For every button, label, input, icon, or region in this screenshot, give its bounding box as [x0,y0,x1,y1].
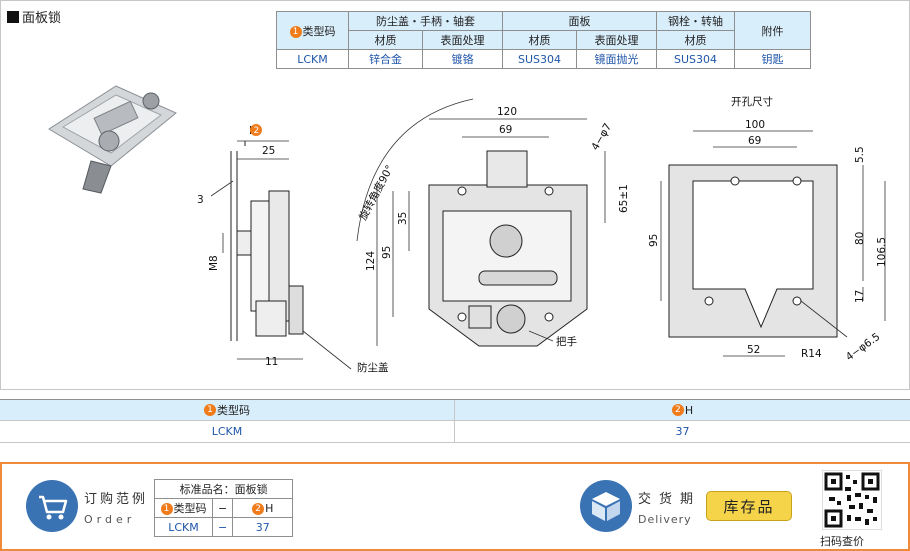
spec-cell-dust-material: 锌合金 [348,49,423,69]
order-h-value: 37 [232,517,294,537]
order-dash: − [211,517,234,537]
spec-material-header: 材质 [502,30,577,50]
spec-cell-panel-surface: 镜面抛光 [576,49,657,69]
num-badge-2: 2 [252,502,265,515]
technical-drawing: H 2 25 3 M8 11 防尘盖 [48,85,888,374]
spec-group-dust: 防尘盖・手柄・轴套 [348,11,503,31]
dim-cut-5-5: 5.5 [854,146,866,163]
selection-cell-model: LCKM [0,421,455,442]
dim-cut-17: 17 [854,290,866,303]
dim-cut-95: 95 [648,234,660,247]
label-cutout-title: 开孔尺寸 [731,95,773,108]
dim-cut-80: 80 [854,232,866,245]
dim-25: 25 [262,145,275,157]
dim-4phi7: 4−φ7 [589,121,614,152]
num-badge-1: 1 [289,25,302,38]
num-badge-2: 2 [671,404,684,416]
dim-95: 95 [381,246,393,259]
spec-cell-panel-material: SUS304 [502,49,577,69]
selection-cell-h: 37 [675,425,690,438]
dim-cut-69: 69 [748,135,761,147]
order-model-value: LCKM [154,517,213,537]
label-dust-cover: 防尘盖 [357,361,389,374]
dim-120: 120 [497,106,517,118]
side-view [230,141,304,341]
num-badge-1: 1 [204,404,216,416]
spec-surface-header: 表面处理 [422,30,503,50]
qr-label: 扫码查价 [820,535,864,548]
order-label: 订购范例 Order [84,492,149,526]
dim-cut-106-5: 106.5 [876,237,888,267]
cutout-dimensions [660,130,886,357]
dim-cut-100: 100 [745,119,765,131]
dim-65: 65±1 [618,184,630,213]
dim-cut-52: 52 [747,344,760,356]
dim-m8: M8 [208,255,220,271]
spec-cell-dust-surface: 镀铬 [422,49,503,69]
dim-69: 69 [499,124,512,136]
label-handle: 把手 [556,335,577,348]
dim-11: 11 [265,356,278,368]
order-dash: − [211,498,234,518]
spec-cell-bolt-material: SUS304 [656,49,735,69]
num-badge-2 [250,124,262,136]
order-std-name: 标准品名：面板锁 [153,479,294,499]
dim-35: 35 [397,212,409,225]
delivery-label: 交货期 Delivery [638,492,702,526]
num-badge-1: 1 [160,503,173,515]
num-badge-2-text: 2 [254,126,260,136]
delivery-box-icon [580,480,632,532]
qr-code-icon[interactable] [822,470,882,530]
cart-icon [26,480,78,532]
title-square-icon [7,10,19,23]
dim-cut-4phi6-5: 4−φ6.5 [844,331,883,364]
dim-cut-r14: R14 [801,348,822,360]
front-view [428,150,588,347]
table-row: LCKM 37 [0,421,910,443]
in-stock-button[interactable]: 库存品 [706,491,792,521]
cutout-view [668,164,838,338]
spec-accessory-header: 附件 [734,11,811,50]
spec-cell-accessory: 钥匙 [734,49,811,69]
product-photo [48,85,177,194]
dim-124: 124 [365,251,377,271]
spec-group-bolt: 钢栓・转轴 [656,11,735,31]
front-dimensions [356,98,606,346]
page-title: 面板锁 [7,7,61,26]
side-dimensions [210,140,352,370]
dim-3: 3 [197,194,204,206]
spec-cell-model: LCKM [276,49,349,69]
